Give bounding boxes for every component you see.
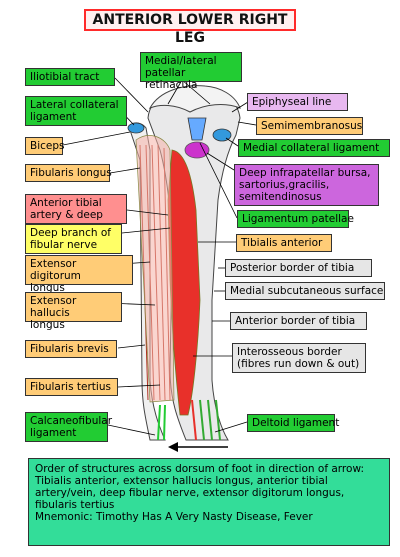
label-extensor-digitorum-longus: Extensor digitorum longus [25,255,133,294]
patellar-ligament-shape [187,117,207,141]
label-epiphyseal-line: Epiphyseal line [247,93,348,111]
label-biceps: Biceps [25,137,65,155]
label-ligamentum-patellae: Ligamentum patellae [237,210,354,228]
femur-condyle [148,85,241,113]
label-fibularis-longus: Fibularis longus [25,164,112,182]
label-calcaneofibular-ligament: Calcaneofibular ligament [25,412,112,442]
label-iliotibial-tract: Iliotibial tract [25,68,115,86]
label-semimembranosus: Semimembranosus [256,117,363,135]
label-extensor-hallucis-longus: Extensor hallucis longus [25,292,122,331]
label-posterior-border-tibia: Posterior border of tibia [225,259,372,277]
lateral-collateral-blue [127,122,145,134]
label-tibialis-anterior: Tibialis anterior [236,234,332,252]
ankle-tendons [157,399,221,441]
diagram-title: ANTERIOR LOWER RIGHT LEG [84,9,296,46]
label-medial-collateral-ligament: Medial collateral ligament [238,139,390,157]
label-medial-subcutaneous-surface: Medial subcutaneous surface [225,282,385,300]
label-deltoid-ligament: Deltoid ligament [247,414,339,432]
label-anterior-border-tibia: Anterior border of tibia [230,312,367,330]
label-lateral-collateral-ligament: Lateral collateral ligament [25,96,127,126]
label-fibularis-brevis: Fibularis brevis [25,340,117,358]
arrow-head [168,442,178,452]
label-interosseous-border: Interosseous border (fibres run down & o… [232,343,366,373]
label-fibularis-tertius: Fibularis tertius [25,378,118,396]
dorsum-order-note: Order of structures across dorsum of foo… [28,458,390,546]
label-deep-infrapatellar-bursa: Deep infrapatellar bursa, sartorius,grac… [234,164,379,206]
label-medial-lateral-patellar-retinacula: Medial/lateral patellar retinacula [140,52,242,91]
bursa-purple [184,141,210,159]
label-deep-fibular-nerve: Deep branch of fibular nerve [25,224,122,254]
extensor-muscle-outline [135,135,175,403]
label-anterior-tibial-artery: Anterior tibial artery & deep [25,194,127,224]
